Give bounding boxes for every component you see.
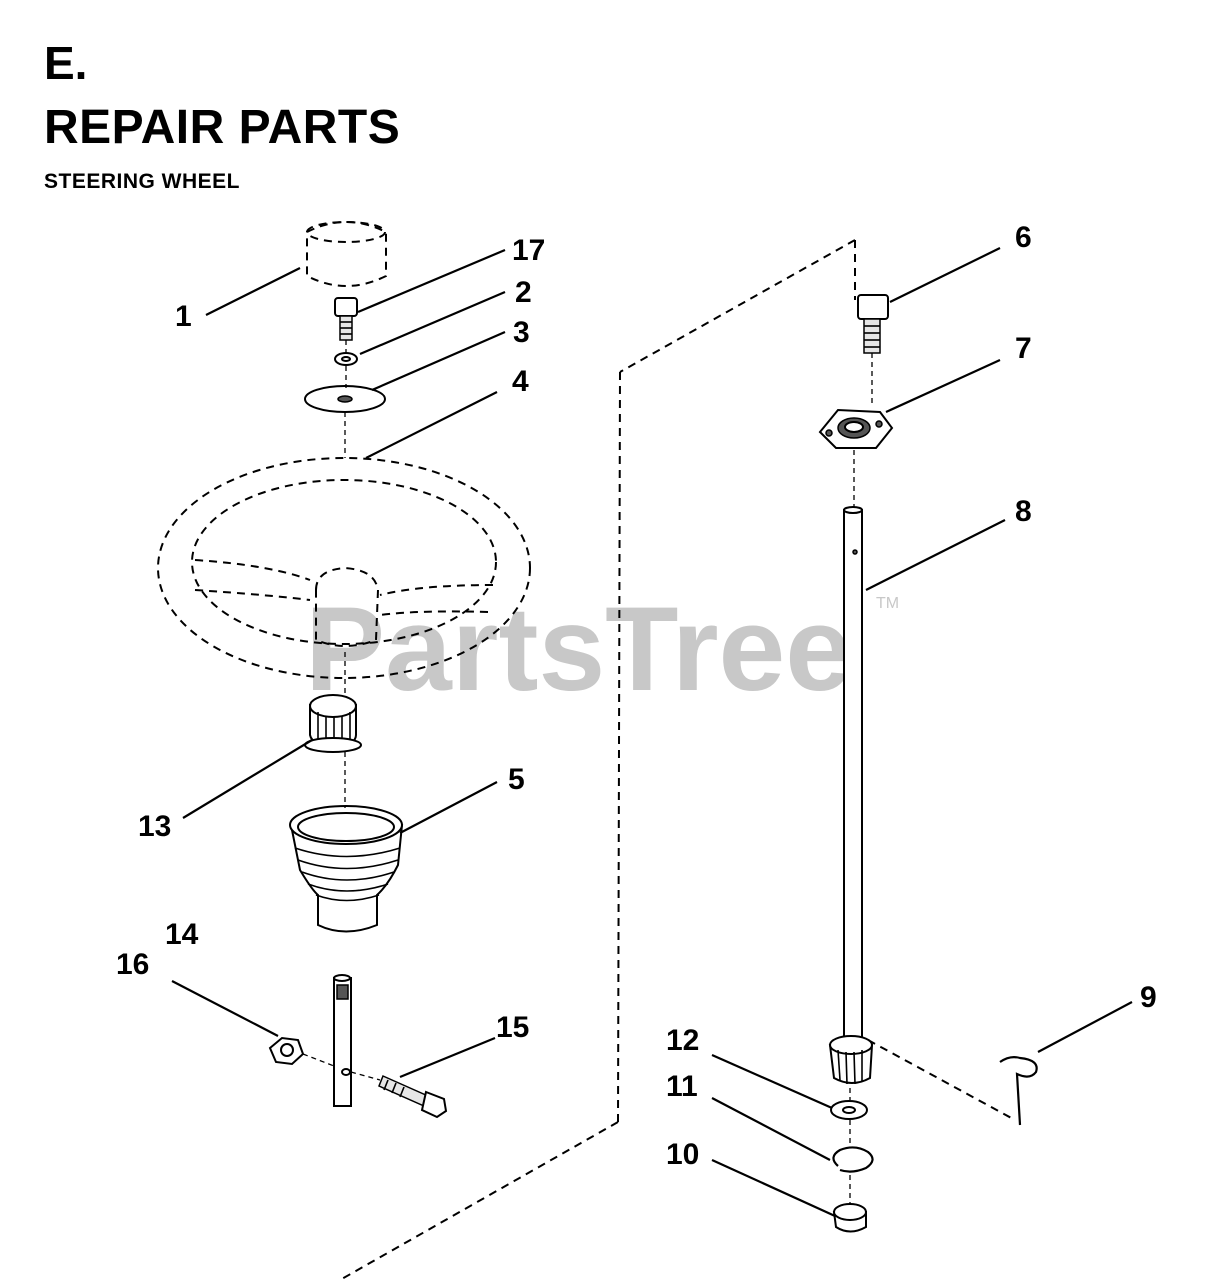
part-column-shaft bbox=[843, 506, 863, 1041]
callout-4: 4 bbox=[512, 365, 529, 398]
callout-7: 7 bbox=[1015, 332, 1032, 365]
part-lock-washer bbox=[334, 352, 358, 366]
section-letter: E. bbox=[44, 37, 88, 89]
part-pinion-gear bbox=[828, 1035, 874, 1085]
page-title: REPAIR PARTS bbox=[44, 101, 401, 154]
callout-1: 1 bbox=[175, 300, 192, 333]
part-bolt-top bbox=[334, 297, 358, 341]
part-retaining-ring bbox=[832, 1146, 874, 1173]
part-washer-12 bbox=[830, 1100, 868, 1120]
part-cap bbox=[306, 221, 387, 287]
page-subtitle: STEERING WHEEL bbox=[44, 170, 241, 193]
callout-numbers: 1 3 17 2 4 5 13 14 16 15 6 7 8 9 12 11 1… bbox=[116, 221, 1157, 1171]
part-nut bbox=[268, 1036, 305, 1066]
callout-15: 15 bbox=[496, 1011, 529, 1044]
callout-3: 3 bbox=[513, 316, 530, 349]
callout-12: 12 bbox=[666, 1024, 699, 1057]
callout-17: 17 bbox=[512, 234, 545, 267]
leader-lines bbox=[171, 247, 1133, 1218]
part-hairpin-clip bbox=[999, 1056, 1038, 1126]
part-boot bbox=[289, 805, 404, 933]
watermark-trademark: TM bbox=[876, 595, 899, 612]
part-flange-bearing bbox=[818, 408, 894, 449]
part-steering-wheel bbox=[157, 457, 531, 679]
part-steering-shaft bbox=[333, 974, 352, 1107]
callout-16: 16 bbox=[116, 948, 149, 981]
callout-2: 2 bbox=[515, 276, 532, 309]
part-bolt-side bbox=[378, 1074, 448, 1119]
centerlines bbox=[302, 340, 873, 1204]
callout-5: 5 bbox=[508, 763, 525, 796]
part-bolt-right bbox=[857, 294, 889, 354]
callout-10: 10 bbox=[666, 1138, 699, 1171]
callout-11: 11 bbox=[666, 1070, 698, 1103]
part-adapter bbox=[304, 694, 362, 753]
frame-outline bbox=[339, 239, 1016, 1280]
part-bushing bbox=[832, 1203, 867, 1233]
callout-6: 6 bbox=[1015, 221, 1032, 254]
callout-13: 13 bbox=[138, 810, 171, 843]
watermark-text: PartsTree bbox=[305, 582, 852, 716]
callout-14: 14 bbox=[165, 918, 199, 951]
callout-9: 9 bbox=[1140, 981, 1157, 1014]
callout-8: 8 bbox=[1015, 495, 1032, 528]
